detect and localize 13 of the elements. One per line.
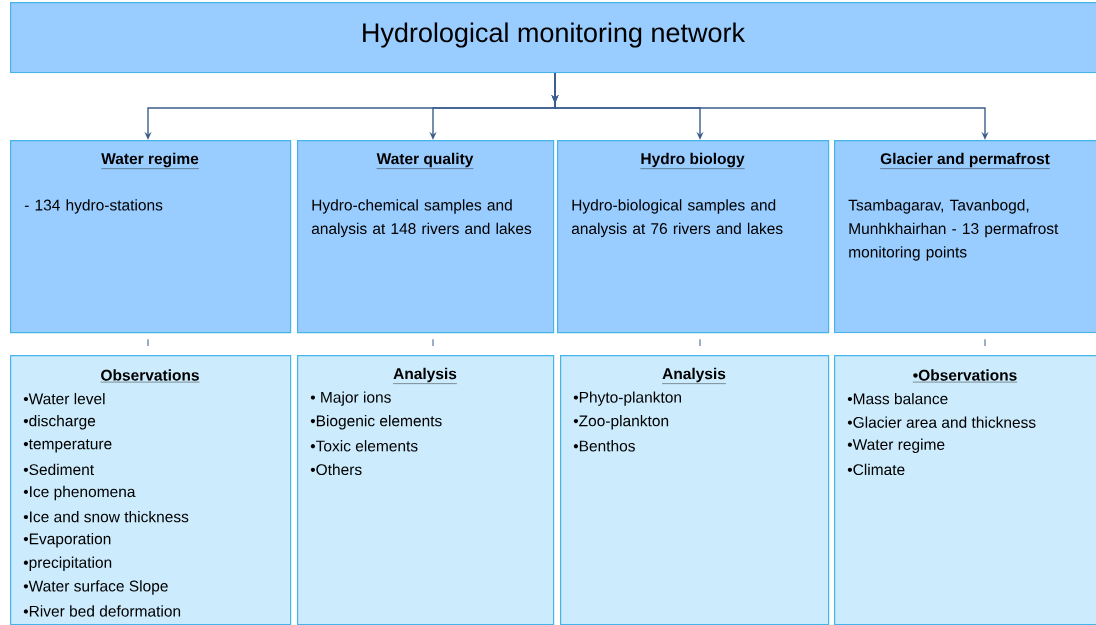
- category-box: Glacier and permafrost Tsambagarav, Tavanbogd, Munhkhairhan - 13 permafrost monitoring points: [834, 140, 1096, 334]
- list-box: Analysis •Phyto-plankton •Zoo-plankton •Benthos: [560, 355, 830, 625]
- category-box: Water quality Hydro-chemical samples and analysis at 148 rivers and lakes: [297, 140, 555, 334]
- connector-stub: [699, 338, 701, 347]
- connector-stub: [432, 338, 434, 347]
- connector-stub: [984, 338, 986, 347]
- connector-stub: [147, 338, 149, 347]
- category-box: Water regime - 134 hydro-stations: [10, 140, 292, 334]
- category-box: Hydro biology Hydro-biological samples and analysis at 76 rivers and lakes: [557, 140, 830, 334]
- title-box: Hydrological monitoring network: [10, 2, 1096, 74]
- list-box: Observations •Water level •discharge •temperature •Sediment •Ice phenomena •Ice and snow thickness •Evaporation •precipitation •Water surface Slope •River bed deformation: [10, 355, 292, 625]
- list-box: •Observations •Mass balance •Glacier area and thickness •Water regime •Climate: [834, 355, 1096, 625]
- list-box: Analysis • Major ions •Biogenic elements •Toxic elements •Others: [297, 355, 555, 625]
